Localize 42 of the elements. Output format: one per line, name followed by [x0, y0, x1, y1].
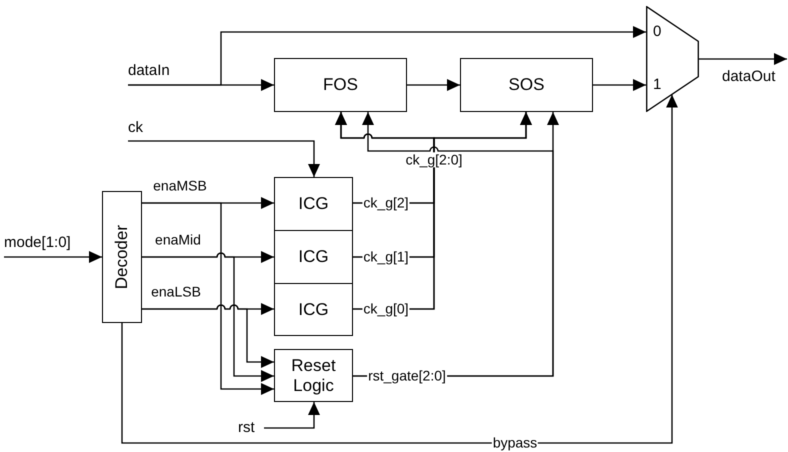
signal-wire: [128, 26, 646, 86]
edge-label: ck_g[0]: [362, 301, 410, 317]
process-box: [274, 349, 353, 402]
edge-label: ck_g[1]: [362, 249, 410, 265]
edge-label: ck_g[2]: [362, 195, 410, 211]
signal-wire: [593, 79, 646, 91]
process-box: [102, 191, 142, 323]
multiplexer: [646, 6, 699, 112]
signal-label: dataIn: [128, 62, 170, 80]
signal-wire: [142, 202, 274, 395]
edge-label: rst_gate[2:0]: [367, 368, 447, 384]
block-label: Decoder: [112, 224, 132, 290]
block-label: FOS: [323, 75, 358, 95]
port-label: 0: [653, 23, 662, 40]
block-label: SOS: [508, 75, 544, 95]
signal-label: rst: [238, 419, 255, 436]
edge-label: bypass: [492, 435, 538, 451]
edge-label: enaLSB: [150, 284, 202, 300]
block-label: ICG: [298, 247, 329, 267]
process-box: [274, 230, 353, 284]
signal-wire: [699, 53, 787, 65]
block-label: ICG: [298, 194, 329, 214]
block-label: ICG: [298, 300, 329, 320]
process-box: [274, 58, 407, 112]
signal-label: dataOut: [722, 68, 776, 85]
process-box: [460, 58, 593, 112]
signal-label: mode[1:0]: [4, 234, 71, 252]
edge-label: enaMid: [154, 232, 202, 248]
process-box: [274, 177, 353, 231]
port-label: 1: [653, 76, 662, 94]
edge-label: enaMSB: [152, 178, 208, 194]
bus-label: ck_g[2:0]: [404, 152, 464, 168]
signal-wire: [4, 251, 102, 263]
block-label: Reset Logic: [290, 356, 337, 396]
signal-wire: [142, 252, 274, 382]
signal-wire: [121, 94, 678, 444]
process-box: [274, 283, 353, 336]
signal-label: ck: [128, 119, 143, 136]
signal-wire: [142, 304, 274, 368]
signal-wire: [128, 140, 320, 177]
signal-wire: [407, 79, 460, 91]
signal-wire: [264, 402, 320, 429]
